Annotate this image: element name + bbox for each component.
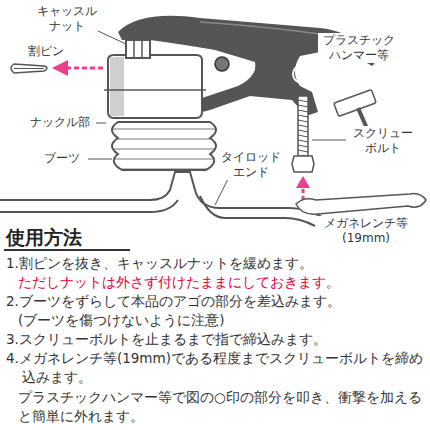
separator-tool	[118, 16, 376, 116]
castle-nut	[126, 40, 150, 58]
heading-underline	[4, 249, 130, 251]
bolt-head	[292, 156, 314, 172]
part-label: 割ピン	[28, 44, 78, 59]
tie-rod-edge	[0, 200, 178, 212]
ring-wrench	[296, 194, 426, 215]
plastic-hammer-head	[334, 90, 376, 117]
step-text: 2.ブーツをずらして本品のアゴの部分を差込みます。	[6, 292, 426, 311]
step-text: 3.スクリューボルトを止まるまで指で締込みます。	[6, 330, 426, 349]
part-label: プラスチック ハンマー等	[318, 33, 400, 63]
step-text: 4.メガネレンチ等(19mm)である程度までスクリューボルトを締め込みます。	[6, 349, 426, 387]
leader-line	[96, 123, 106, 124]
leader-line	[98, 31, 126, 44]
knuckle	[108, 55, 202, 118]
part-label: ナックル部	[30, 115, 96, 130]
step-note: (ブーツを傷つけないように注意)	[18, 311, 426, 330]
step-note: プラスチックハンマー等で図の○印の部分を叩き、衝撃を加えると簡単に外れます。	[18, 388, 426, 426]
strike-mark	[293, 65, 311, 83]
screw-bolt	[298, 96, 308, 156]
leader-line	[312, 140, 346, 141]
remove-arrow	[66, 67, 104, 70]
part-label: キャッスル ナット	[36, 4, 98, 34]
leader-line	[88, 159, 112, 160]
knuckle-shade	[110, 57, 124, 116]
step-text: 1.割ピンを抜き、キャッスルナットを緩めます。	[6, 254, 426, 273]
knuckle-line	[104, 89, 206, 91]
tighten-arrow	[302, 186, 305, 200]
cotter-pin	[11, 64, 47, 73]
pivot	[215, 57, 229, 71]
section-heading: 使用方法	[6, 226, 82, 249]
boot	[112, 122, 216, 170]
tie-rod	[0, 172, 345, 230]
part-label: メガネレンチ等 (19mm)	[318, 216, 414, 246]
part-label: ブーツ	[44, 151, 88, 166]
warning-note: ただしナットは外さず付けたままにしておきます。	[18, 273, 426, 292]
part-label: タイロッド エンド	[220, 150, 282, 180]
part-label: スクリュー ボルト	[350, 126, 416, 156]
